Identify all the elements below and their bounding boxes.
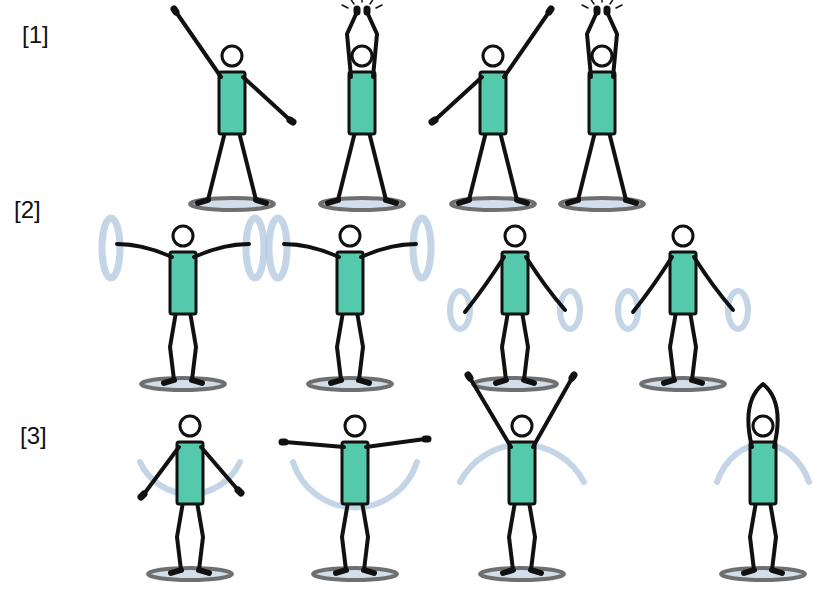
row-number: [1] (22, 22, 49, 48)
stick-figure (432, 9, 551, 210)
stick-figure (450, 226, 580, 390)
stick-figure (320, 0, 404, 210)
stick-figure (102, 218, 264, 390)
stick-figure (269, 218, 431, 390)
stick-figure (460, 375, 584, 580)
stick-figure (174, 9, 293, 210)
stick-figure (560, 0, 644, 210)
row-number: [3] (20, 423, 47, 449)
row-number: [2] (14, 197, 41, 223)
stick-figure (140, 416, 241, 580)
stick-figure (717, 384, 809, 580)
stick-figure (618, 226, 748, 390)
stick-figure (282, 416, 428, 580)
